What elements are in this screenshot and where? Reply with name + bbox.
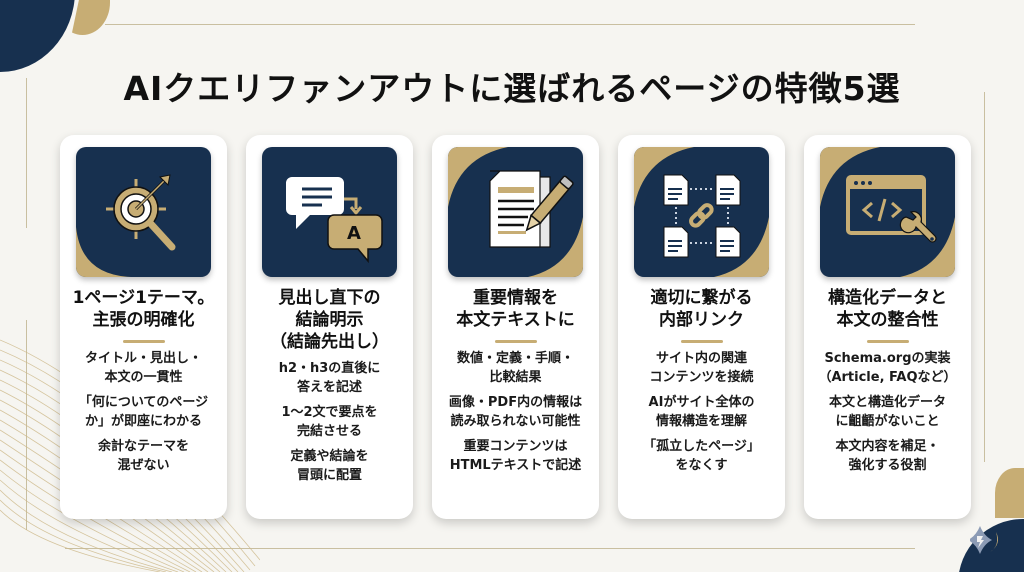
card-point: 本文内容を補足・ 強化する役割: [835, 439, 940, 473]
card-points: h2・h3の直後に 答えを記述 1〜2文で要点を 完結させる 定義や結論を 冒頭…: [279, 359, 381, 485]
card-point: 「何についてのページ か」が即座にわかる: [78, 395, 209, 429]
card-point: 数値・定義・手順・ 比較結果: [456, 351, 574, 385]
card-point: サイト内の関連 コンテンツを接続: [649, 351, 754, 385]
target-magnifier-icon: [76, 147, 211, 277]
card-points: 数値・定義・手順・ 比較結果 画像・PDF内の情報は 読み取られない可能性 重要…: [449, 349, 582, 475]
feature-card-5: 構造化データと 本文の整合性 Schema.orgの実装 （Article, F…: [804, 135, 971, 519]
card-point: 余計なテーマを 混ぜない: [97, 439, 189, 473]
corner-decoration-navy-br: [958, 519, 1024, 572]
brand-logo-icon: [970, 526, 998, 554]
frame-line-bottom: [65, 548, 915, 549]
gold-separator: [680, 340, 723, 343]
feature-card-1: 1ページ1テーマ。 主張の明確化 タイトル・見出し・ 本文の一貫性 「何について…: [60, 135, 227, 519]
card-point: AIがサイト全体の 情報構造を理解: [648, 395, 755, 429]
card-title: 1ページ1テーマ。 主張の明確化: [72, 288, 215, 330]
code-window-wrench-icon: [820, 147, 955, 277]
gold-separator: [122, 340, 165, 343]
card-points: サイト内の関連 コンテンツを接続 AIがサイト全体の 情報構造を理解 「孤立した…: [643, 349, 760, 475]
corner-decoration-gold-br: [995, 468, 1024, 518]
document-pencil-icon: [448, 147, 583, 277]
card-points: Schema.orgの実装 （Article, FAQなど） 本文と構造化データ…: [818, 349, 956, 475]
svg-text:A: A: [347, 223, 361, 244]
feature-card-4: 適切に繋がる 内部リンク サイト内の関連 コンテンツを接続 AIがサイト全体の …: [618, 135, 785, 519]
card-point: 画像・PDF内の情報は 読み取られない可能性: [448, 395, 583, 429]
feature-card-3: 重要情報を 本文テキストに 数値・定義・手順・ 比較結果 画像・PDF内の情報は…: [432, 135, 599, 519]
card-point: 本文と構造化データ に齟齬がないこと: [828, 395, 946, 429]
frame-line-left-lower: [26, 320, 27, 530]
frame-line-top: [105, 24, 915, 25]
frame-line-right: [984, 92, 985, 462]
card-point: h2・h3の直後に 答えを記述: [278, 361, 381, 395]
card-point: 1〜2文で要点を 完結させる: [281, 405, 378, 439]
feature-cards: 1ページ1テーマ。 主張の明確化 タイトル・見出し・ 本文の一貫性 「何について…: [60, 135, 971, 519]
card-points: タイトル・見出し・ 本文の一貫性 「何についてのページ か」が即座にわかる 余計…: [79, 349, 208, 475]
gold-separator: [866, 340, 909, 343]
card-point: 「孤立したページ」 をなくす: [643, 439, 760, 473]
card-title: 見出し直下の 結論明示 （結論先出し）: [270, 288, 389, 352]
page-title: AIクエリファンアウトに選ばれるページの特徴5選: [123, 69, 901, 108]
corner-decoration-gold: [71, 0, 110, 35]
feature-card-2: A 見出し直下の 結論明示 （結論先出し） h2・h3の直後に 答えを記述 1〜…: [246, 135, 413, 519]
card-point: Schema.orgの実装 （Article, FAQなど）: [818, 351, 957, 385]
card-title: 構造化データと 本文の整合性: [828, 288, 947, 330]
gold-separator: [494, 340, 537, 343]
card-point: 重要コンテンツは HTMLテキストで記述: [449, 439, 582, 473]
linked-documents-icon: [634, 147, 769, 277]
card-title: 重要情報を 本文テキストに: [456, 288, 575, 330]
speech-bubble-answer-icon: A: [262, 147, 397, 277]
card-point: 定義や結論を 冒頭に配置: [290, 449, 369, 483]
card-point: タイトル・見出し・ 本文の一貫性: [84, 351, 202, 385]
card-title: 適切に繋がる 内部リンク: [650, 288, 753, 330]
